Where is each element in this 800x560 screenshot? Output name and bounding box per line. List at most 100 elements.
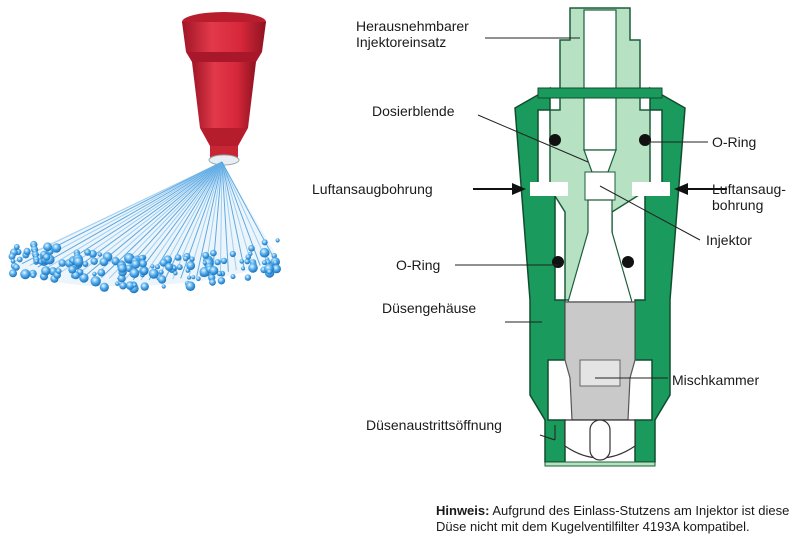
spray-droplet bbox=[23, 247, 31, 255]
spray-droplet bbox=[216, 271, 223, 277]
spray-droplet bbox=[155, 264, 160, 270]
spray-droplet bbox=[8, 252, 16, 260]
label-nozzle-outlet: Düsenaustrittsöffnung bbox=[366, 417, 502, 433]
spray-droplet bbox=[138, 259, 147, 268]
spray-streak bbox=[37, 161, 223, 268]
spray-droplet bbox=[189, 256, 195, 262]
spray-fan bbox=[8, 161, 281, 294]
spray-streak bbox=[221, 161, 245, 269]
spray-streak bbox=[164, 161, 223, 280]
label-metering-orifice: Dosierblende bbox=[372, 103, 455, 119]
spray-droplet bbox=[10, 258, 16, 264]
spray-droplet bbox=[125, 281, 135, 290]
spray-droplet bbox=[140, 282, 149, 291]
spray-droplet bbox=[266, 269, 273, 275]
spray-droplet bbox=[89, 250, 97, 258]
spray-droplet bbox=[20, 269, 31, 280]
spray-droplet bbox=[41, 266, 51, 276]
spray-droplet bbox=[159, 258, 168, 267]
spray-droplet bbox=[157, 275, 167, 284]
spray-droplet bbox=[68, 265, 77, 274]
compatibility-note: Hinweis: Aufgrund des Einlass-Stutzens a… bbox=[436, 503, 796, 535]
spray-droplet bbox=[261, 260, 267, 266]
spray-droplet bbox=[165, 262, 173, 271]
metering-orifice-region bbox=[583, 149, 617, 201]
air-intake-channels bbox=[530, 182, 670, 196]
spray-streak bbox=[53, 161, 223, 271]
spray-droplet bbox=[131, 259, 141, 269]
spray-streak bbox=[221, 161, 253, 268]
nozzle-outlet-bore bbox=[544, 419, 656, 467]
spray-droplet bbox=[185, 281, 196, 292]
spray-droplet bbox=[245, 254, 252, 260]
spray-droplet bbox=[73, 256, 84, 267]
spray-droplet bbox=[90, 276, 101, 287]
spray-droplet bbox=[173, 271, 178, 276]
spray-droplet bbox=[241, 266, 246, 271]
spray-droplet bbox=[43, 253, 51, 261]
spray-droplet bbox=[161, 284, 166, 289]
spray-droplet bbox=[259, 247, 270, 258]
spray-droplet bbox=[30, 272, 36, 279]
spray-droplet bbox=[92, 271, 97, 277]
spray-droplet bbox=[79, 273, 89, 283]
spray-droplet bbox=[217, 277, 226, 285]
spray-droplet bbox=[111, 257, 120, 266]
spray-droplet bbox=[129, 268, 140, 279]
spray-streak bbox=[100, 161, 223, 278]
spray-droplet bbox=[214, 259, 221, 266]
spray-droplet bbox=[229, 250, 236, 258]
spray-droplet bbox=[84, 248, 91, 256]
label-removable-injector-1: Herausnehmbarer bbox=[356, 18, 469, 34]
nozzle-housing bbox=[514, 86, 686, 463]
spray-droplet bbox=[191, 275, 196, 280]
spray-droplet bbox=[172, 265, 177, 271]
spray-droplet bbox=[275, 238, 280, 243]
spray-streak bbox=[221, 161, 229, 272]
spray-droplet bbox=[138, 254, 145, 262]
spray-nozzle-illustration bbox=[8, 12, 281, 294]
spray-droplet bbox=[132, 282, 137, 288]
label-removable-injector-2: Injektoreinsatz bbox=[356, 34, 447, 50]
label-air-intake-right-1: Luftansaug- bbox=[712, 181, 786, 197]
air-intake-arrows bbox=[473, 183, 727, 195]
spray-droplet bbox=[183, 255, 189, 262]
spray-streak bbox=[172, 161, 223, 280]
spray-droplet bbox=[248, 263, 258, 273]
leader-lines bbox=[455, 37, 708, 441]
spray-droplet bbox=[220, 257, 228, 265]
spray-droplet bbox=[43, 242, 52, 252]
mixing-chamber bbox=[564, 301, 636, 421]
note-title: Hinweis: bbox=[436, 503, 490, 518]
spray-droplet bbox=[244, 274, 252, 281]
spray-streak bbox=[196, 161, 223, 277]
spray-streak bbox=[219, 161, 223, 274]
label-nozzle-body: Düsengehäuse bbox=[382, 300, 477, 316]
spray-droplet bbox=[82, 261, 89, 267]
spray-droplet bbox=[148, 268, 159, 279]
label-injector: Injektor bbox=[706, 232, 752, 248]
note-text: Aufgrund des Einlass-Stutzens am Injekto… bbox=[436, 503, 790, 534]
spray-streak bbox=[132, 161, 223, 281]
spray-streak bbox=[29, 161, 223, 266]
spray-droplet bbox=[51, 243, 62, 253]
spray-droplet bbox=[239, 259, 245, 264]
spray-droplet bbox=[209, 266, 219, 276]
spray-droplet bbox=[176, 264, 183, 271]
spray-streak bbox=[221, 161, 277, 263]
spray-droplet bbox=[34, 259, 39, 264]
label-air-intake-left: Luftansaugbohrung bbox=[312, 181, 433, 197]
spray-droplet bbox=[273, 260, 278, 266]
spray-droplet bbox=[261, 239, 268, 246]
label-mixing-chamber: Mischkammer bbox=[672, 372, 760, 388]
spray-droplet bbox=[71, 271, 80, 280]
spray-droplet bbox=[202, 260, 207, 265]
red-nozzle-cap bbox=[182, 12, 266, 166]
spray-droplet bbox=[196, 276, 201, 282]
nozzle-cross-section bbox=[455, 7, 727, 467]
spray-droplet bbox=[58, 259, 67, 267]
label-o-ring-top: O-Ring bbox=[712, 134, 757, 150]
spray-droplet bbox=[13, 264, 20, 271]
spray-droplet bbox=[99, 282, 109, 292]
